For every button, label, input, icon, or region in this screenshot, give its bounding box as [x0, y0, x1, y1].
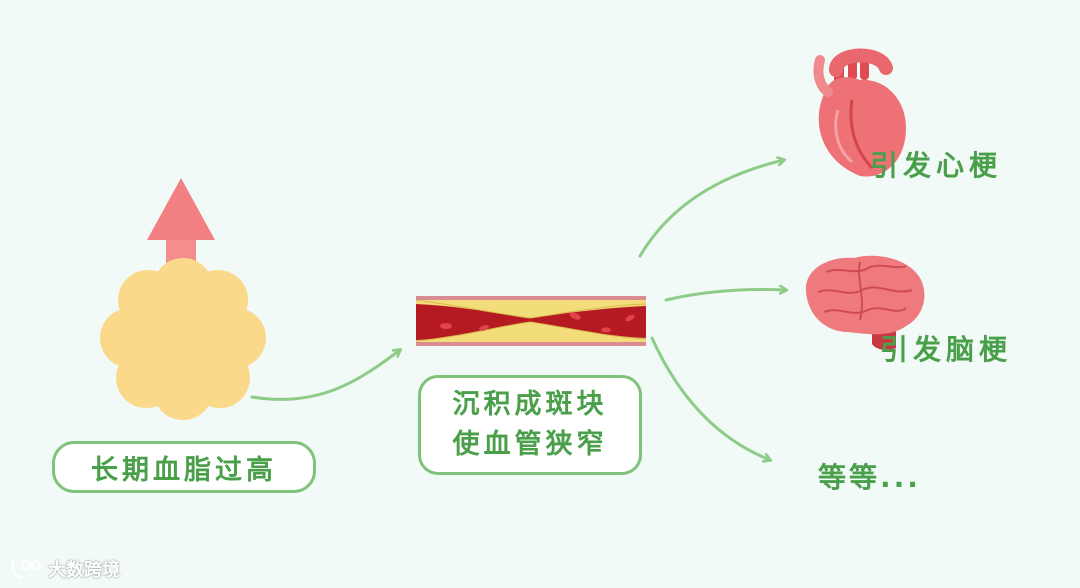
- heart-attack-label: 引发心梗: [870, 149, 1003, 182]
- stroke-label: 引发脑梗: [880, 333, 1013, 366]
- arrow-vessel-to-brain: [664, 289, 786, 302]
- arrow-vessel-to-heart: [638, 160, 784, 258]
- high-blood-lipid-text: 长期血脂过高: [91, 454, 277, 486]
- watermark-text: 大数跨境: [48, 560, 120, 581]
- connector-arrows: [250, 160, 786, 460]
- watermark-logo-icon: [11, 558, 41, 579]
- brain-icon: [805, 255, 925, 351]
- blood-vessel-icon: [416, 296, 646, 346]
- etc-label: 等等...: [818, 461, 921, 494]
- watermark: 大数跨境: [10, 556, 120, 582]
- plaque-line-1: 沉积成斑块: [452, 389, 608, 420]
- fat-blob-icon: [100, 258, 266, 420]
- heart-icon: [813, 48, 906, 177]
- arrow-fat-to-vessel: [250, 350, 400, 401]
- plaque-narrowing-box: 沉积成斑块 使血管狭窄: [418, 375, 642, 475]
- arrow-vessel-to-etc: [650, 336, 770, 460]
- plaque-line-2: 使血管狭窄: [452, 429, 608, 460]
- high-blood-lipid-box: 长期血脂过高: [52, 441, 316, 493]
